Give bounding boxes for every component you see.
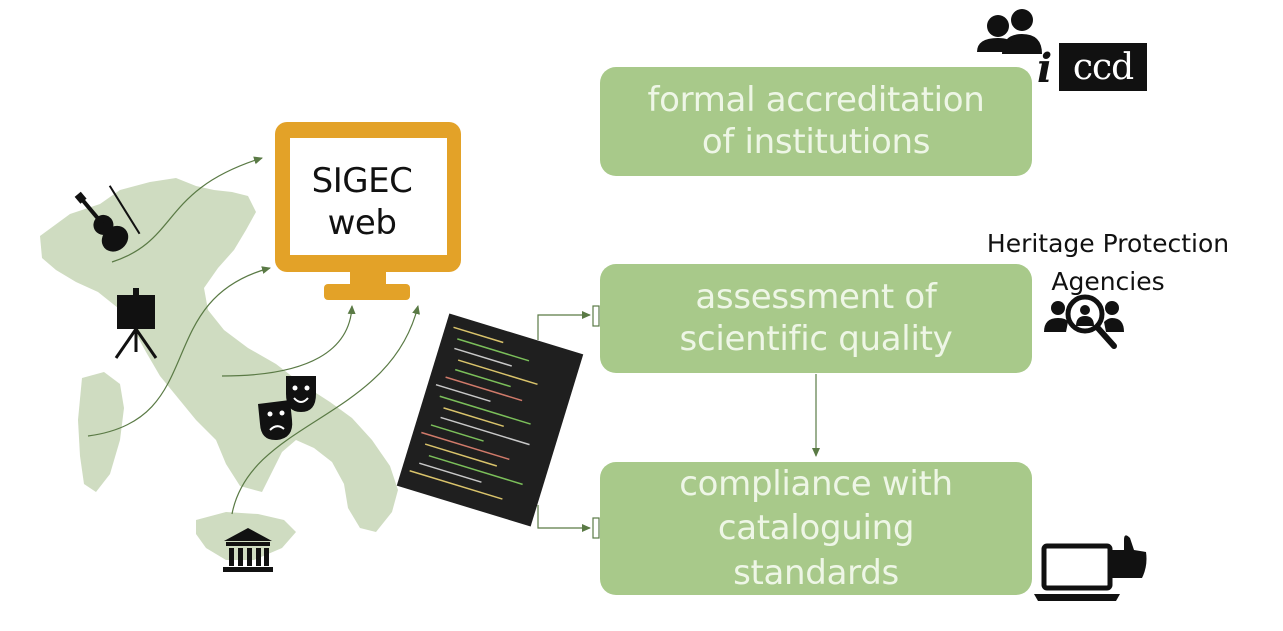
iccd-logo-prefix: i bbox=[1037, 45, 1053, 92]
museum-icon bbox=[223, 528, 273, 572]
users-icon bbox=[977, 9, 1042, 54]
monitor-icon bbox=[275, 122, 461, 300]
theater-masks-icon bbox=[258, 376, 316, 441]
search-people-icon bbox=[1044, 294, 1124, 349]
iccd-logo-text: ccd bbox=[1059, 43, 1147, 91]
violin-icon bbox=[74, 185, 141, 252]
agency-label: Heritage Protection Agencies bbox=[986, 229, 1230, 296]
iccd-logo: i ccd bbox=[1037, 43, 1147, 92]
code-screen bbox=[396, 313, 584, 527]
easel-icon bbox=[114, 288, 158, 359]
italy-map bbox=[40, 178, 398, 560]
step-cataloguing-standards: compliance with cataloguing standards bbox=[600, 462, 1032, 595]
laptop-thumbs-up-icon bbox=[1034, 535, 1147, 601]
input-arrows bbox=[87, 156, 420, 515]
connector-arrows bbox=[537, 305, 600, 539]
monitor-label: SIGEC web bbox=[311, 161, 413, 243]
step-scientific-quality: assessment of scientific quality bbox=[600, 264, 1032, 373]
step-formal-accreditation: formal accreditation of institutions bbox=[600, 67, 1032, 176]
